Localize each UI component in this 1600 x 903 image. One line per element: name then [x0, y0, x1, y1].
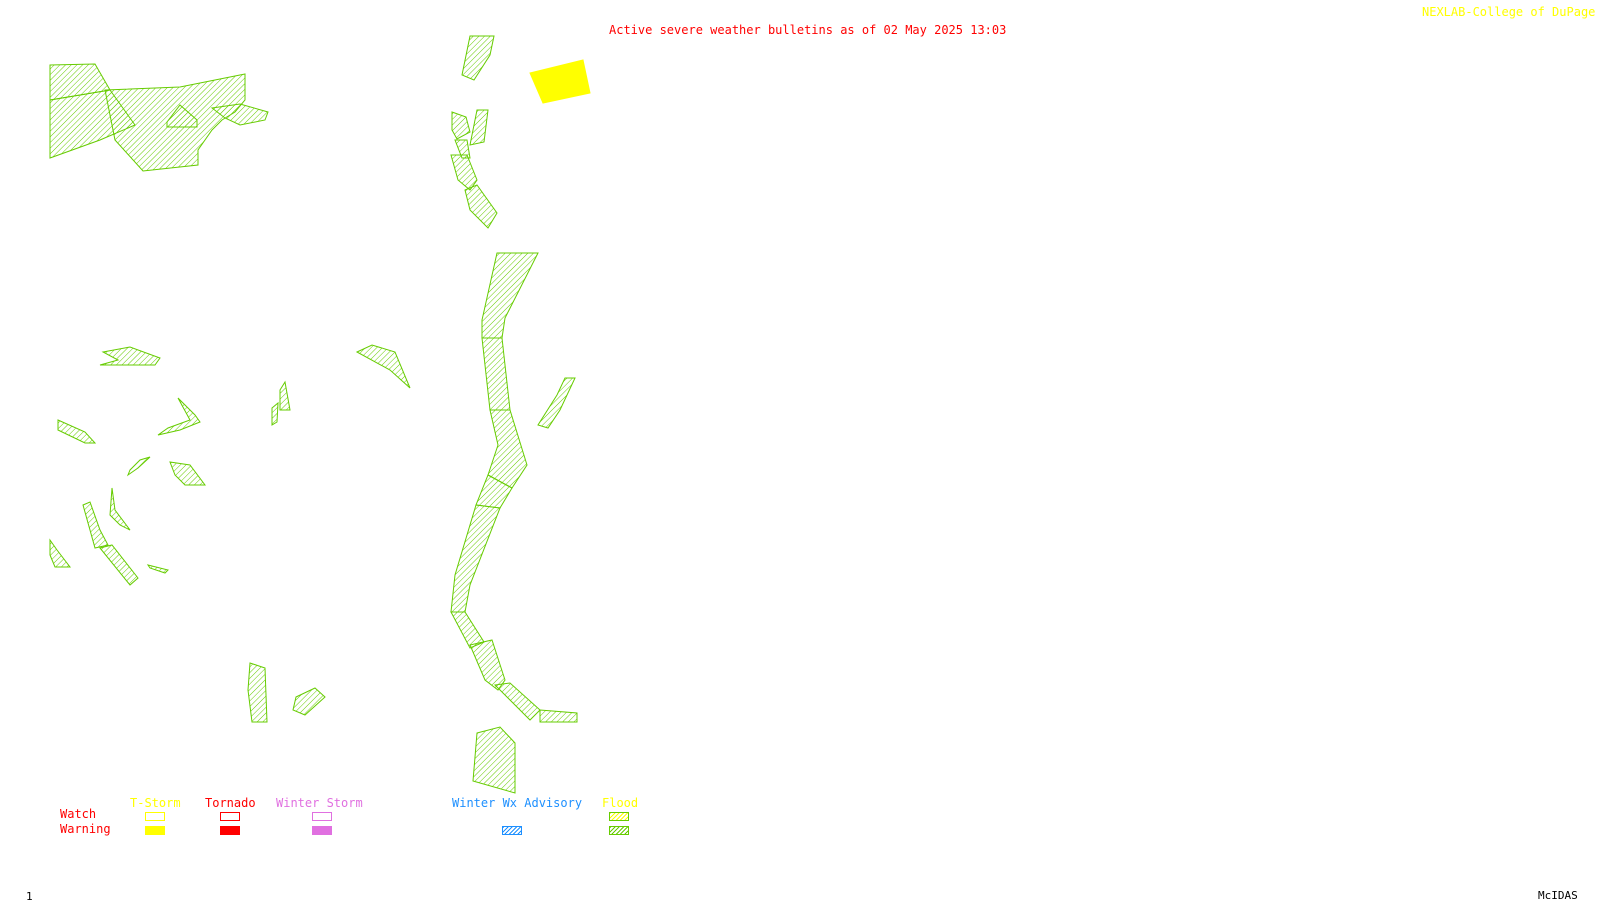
flood-warning-polygon: [469, 109, 489, 146]
flood-warning-polygon: [450, 504, 501, 613]
flood-warning-polygon: [481, 337, 511, 411]
flood-warning-polygon: [451, 111, 471, 140]
flood-warning-polygon: [493, 682, 541, 721]
flood-warning-polygon: [450, 154, 478, 191]
flood-warning-polygon: [82, 501, 109, 549]
flood-warning-polygon: [271, 401, 279, 426]
legend-tornado-warning-swatch: [220, 826, 240, 835]
legend-winter-wx-advisory-label: Winter Wx Advisory: [452, 796, 583, 810]
flood-warning-polygon: [469, 639, 506, 691]
flood-warning-polygon: [355, 344, 411, 389]
legend-tstorm-warning-swatch: [145, 826, 165, 835]
legend-watch-label: Watch: [60, 807, 97, 821]
page-title: Active severe weather bulletins as of 02…: [609, 23, 1007, 37]
legend-flood-label: Flood: [602, 796, 639, 810]
flood-warning-polygon: [464, 184, 498, 229]
flood-warning-polygon: [461, 35, 495, 81]
flood-warning-polygon: [126, 456, 151, 477]
flood-warning-polygon: [537, 377, 576, 429]
flood-warning-polygon: [210, 103, 269, 126]
flood-warning-polygon: [487, 409, 528, 489]
legend-winter-storm-watch-swatch: [312, 812, 332, 821]
legend-winter-storm-warning-swatch: [312, 826, 332, 835]
flood-warning-polygon: [169, 461, 206, 486]
flood-warning-polygon: [99, 346, 161, 366]
legend-winter-wx-advisory-warning-swatch: [502, 826, 522, 835]
source-label: NEXLAB-College of DuPage R: [1422, 5, 1600, 19]
flood-warning-polygon: [454, 139, 471, 159]
flood-warning-polygon: [166, 104, 198, 128]
legend-tstorm-label: T-Storm: [130, 796, 181, 810]
flood-warning-polygon: [57, 419, 97, 444]
legend-tstorm-watch-swatch: [145, 812, 165, 821]
software-label: McIDAS: [1538, 889, 1578, 902]
flood-warning-polygon: [472, 726, 516, 794]
flood-warning-polygon: [539, 709, 578, 723]
legend-winter-storm-label: Winter Storm: [276, 796, 363, 810]
legend-tornado-watch-swatch: [220, 812, 240, 821]
legend-flood-warning-swatch: [609, 826, 629, 835]
flood-warning-polygon: [146, 564, 169, 574]
flood-warning-polygon: [247, 662, 268, 723]
legend-warning-label: Warning: [60, 822, 111, 836]
flood-warning-polygon: [99, 544, 139, 586]
tstorm-warning-polygon: [529, 59, 591, 104]
legend-tornado-label: Tornado: [205, 796, 256, 810]
flood-warning-polygon: [279, 380, 291, 411]
frame-number: 1: [26, 890, 33, 903]
flood-warning-polygon: [109, 487, 131, 531]
legend-flood-watch-swatch: [609, 812, 629, 821]
flood-warning-polygon: [292, 687, 326, 716]
flood-warning-polygon: [49, 538, 72, 568]
flood-warning-polygon: [481, 252, 539, 339]
flood-warning-polygon: [157, 397, 201, 436]
